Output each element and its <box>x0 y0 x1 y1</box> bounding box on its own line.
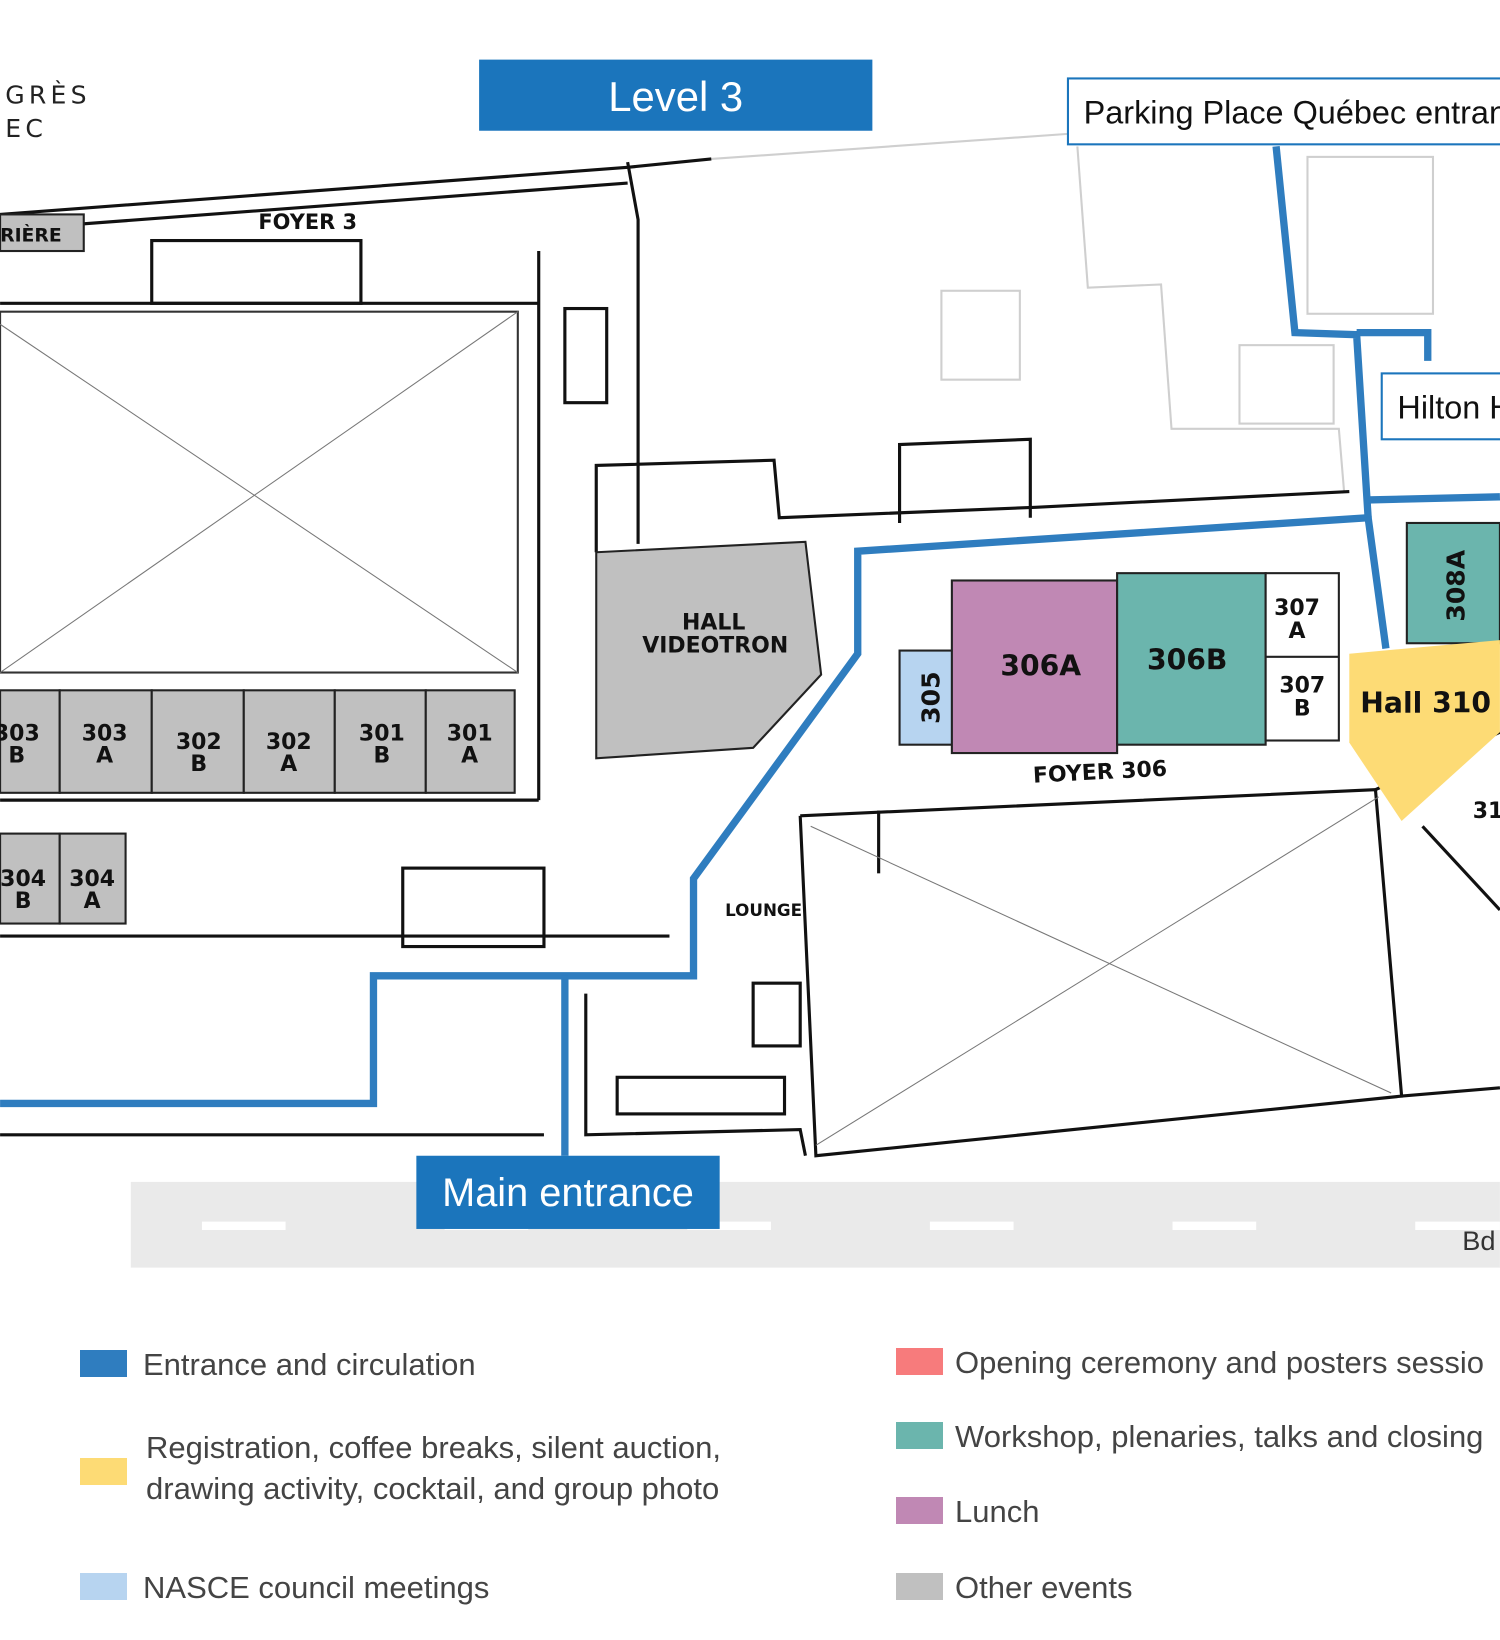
legend-swatch <box>80 1573 127 1600</box>
label-303a-sub: A <box>96 743 113 768</box>
label-302a: 302 <box>266 730 312 755</box>
legend-swatch <box>80 1458 127 1485</box>
legend-label: Other events <box>955 1570 1133 1605</box>
label-306a: 306A <box>1000 650 1081 683</box>
adjacent-building-outline <box>711 132 1435 492</box>
label-303b-sub: B <box>8 743 25 768</box>
legend-label: Registration, coffee breaks, silent auct… <box>146 1430 721 1465</box>
street <box>130 1181 1500 1268</box>
room-308a <box>1405 521 1500 645</box>
label-308a: 308A <box>1441 549 1470 621</box>
legend-swatch <box>896 1348 943 1375</box>
room-labels: RIÈRE FOYER 3 HALL VIDEOTRON 303 B 303 A… <box>0 210 1500 920</box>
main-entrance-sign <box>416 1155 720 1229</box>
label-301a: 301 <box>447 722 493 747</box>
label-304b-sub: B <box>15 889 32 914</box>
label-301a-sub: A <box>461 743 478 768</box>
legend-swatch <box>896 1422 943 1449</box>
hilton-sign <box>1380 372 1500 441</box>
circulation-route <box>0 146 1500 1156</box>
label-303a: 303 <box>82 722 128 747</box>
legend-label: NASCE council meetings <box>143 1570 490 1605</box>
parking-sign <box>1066 77 1500 146</box>
legend-swatch <box>896 1497 943 1524</box>
room-305 <box>898 649 962 746</box>
label-304a: 304 <box>69 867 115 892</box>
label-307a: 307 <box>1274 596 1320 621</box>
label-307b: 307 <box>1279 673 1325 698</box>
street-name: Bd <box>1462 1225 1495 1256</box>
hilton-sign-label: Hilton H <box>1397 389 1500 425</box>
label-302b: 302 <box>176 730 222 755</box>
label-301b: 301 <box>359 722 405 747</box>
main-entrance-label: Main entrance <box>442 1171 694 1215</box>
label-305: 305 <box>916 671 945 723</box>
label-302b-sub: B <box>190 752 207 777</box>
label-302a-sub: A <box>280 752 297 777</box>
label-lounge: LOUNGE <box>725 900 802 920</box>
label-31x: 31 <box>1473 799 1500 824</box>
label-304b: 304 <box>0 867 46 892</box>
parking-sign-label: Parking Place Québec entran <box>1084 94 1500 130</box>
level-title: Level 3 <box>608 73 743 120</box>
label-riviere: RIÈRE <box>0 224 62 247</box>
label-307a-sub: A <box>1289 619 1306 644</box>
room-306a <box>950 579 1119 755</box>
logo-text-line2: EC <box>5 114 47 143</box>
logo-text-line1: GRÈS <box>5 81 90 110</box>
legend-label: Workshop, plenaries, talks and closing <box>955 1419 1484 1454</box>
other-events-rooms <box>0 213 823 925</box>
label-foyer-3: FOYER 3 <box>258 210 357 234</box>
label-hall-videotron-2: VIDEOTRON <box>642 634 788 659</box>
label-hall-310: Hall 310 <box>1360 686 1491 719</box>
label-303b: 303 <box>0 722 40 747</box>
level-banner <box>479 59 873 131</box>
label-307b-sub: B <box>1294 696 1311 721</box>
label-306b: 306B <box>1147 643 1227 676</box>
legend-swatch <box>80 1350 127 1377</box>
room-306b <box>1116 572 1267 746</box>
legend-swatch <box>896 1573 943 1600</box>
label-foyer-306: FOYER 306 <box>1032 757 1167 789</box>
legend-label: Entrance and circulation <box>143 1347 476 1382</box>
legend-label: Opening ceremony and posters sessio <box>955 1345 1485 1380</box>
label-301b-sub: B <box>373 743 390 768</box>
legend-label-line2: drawing activity, cocktail, and group ph… <box>146 1471 720 1506</box>
legend-label: Lunch <box>955 1494 1040 1529</box>
hall-310 <box>1349 640 1500 822</box>
label-304a-sub: A <box>84 889 101 914</box>
label-hall-videotron-1: HALL <box>682 611 745 636</box>
hall-cross-lines <box>0 310 1392 1146</box>
